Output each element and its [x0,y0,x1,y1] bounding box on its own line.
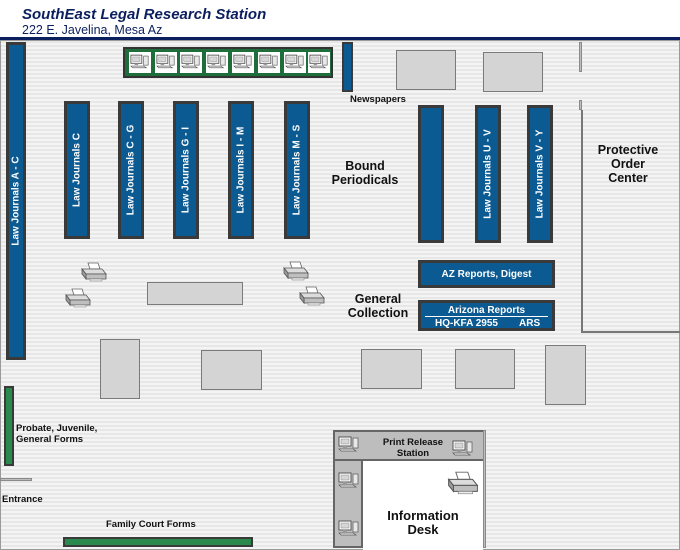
newspapers-label: Newspapers [350,94,406,105]
printer-icon [282,261,310,281]
table [455,349,515,389]
shelf-law-journals-u-v: Law Journals U - V [475,105,501,243]
shelf-law-journals-v-y: Law Journals V - Y [527,105,553,243]
shelf-label: AZ Reports, Digest [441,268,532,280]
label-line: Desk [407,522,439,537]
shelf-divider [425,316,548,317]
entrance-label: Entrance [2,494,43,505]
label-line: Information [387,508,459,523]
printer-icon [446,471,480,495]
label-line: Station [396,448,430,459]
family-court-forms-label: Family Court Forms [106,519,196,530]
label-line: Collection [347,306,409,320]
information-desk-label: Information Desk [378,509,468,537]
shelf-label: Law Journals M - S [291,124,303,216]
shelf-label: Arizona Reports [447,305,526,316]
label-line: Probate, Juvenile, [16,423,98,434]
wall-segment [579,100,582,110]
table [483,52,543,92]
table [100,339,140,399]
wall-segment [579,42,582,72]
entrance-wall [0,478,32,481]
table [201,350,262,390]
printer-icon [298,286,326,306]
shelf-az-reports-digest: AZ Reports, Digest [418,260,555,288]
printer-icon [80,262,108,282]
shelf-label: Law Journals I - M [235,126,247,214]
shelf-arizona-reports: Arizona Reports HQ-KFA 2955 ARS [418,300,555,331]
label-line: Center [608,171,648,185]
label-line: General [354,292,402,306]
shelf-law-journals-a-c: Law Journals A - C [6,42,26,360]
shelf-label: Law Journals C [71,133,83,207]
printer-icon [64,288,92,308]
shelf-law-journals-i-m: Law Journals I - M [228,101,254,239]
computer-icon [338,436,360,452]
label-line: General Forms [16,434,84,445]
table [396,50,456,90]
computer-icon [309,54,329,69]
computer-icon [207,54,227,69]
computer-icon [156,54,176,69]
label-line: Periodicals [331,173,399,187]
computer-icon [259,54,279,69]
bound-periodicals-label: Bound Periodicals [322,159,408,187]
probate-forms-rack [4,386,14,466]
probate-forms-label: Probate, Juvenile, General Forms [16,423,97,445]
shelf-law-journals-c: Law Journals C [64,101,90,239]
newspaper-rack [342,42,353,92]
computer-icon [338,520,360,536]
shelf-label: Law Journals U - V [482,129,494,219]
computer-icon [285,54,305,69]
shelf-law-journals-m-s: Law Journals M - S [284,101,310,239]
family-court-forms-rack [63,537,253,547]
computer-icon [233,54,253,69]
label-line: Print Release [382,437,444,448]
shelf-law-journals-c-g: Law Journals C - G [118,101,144,239]
shelf-label: Law Journals V - Y [534,129,546,219]
page-title: SouthEast Legal Research Station [22,6,267,23]
print-release-station-label: Print Release Station [370,437,456,459]
label-line: Protective [597,143,659,157]
shelf-ars: ARS [519,318,541,329]
shelf-unlabeled [418,105,444,243]
computer-icon [338,472,360,488]
table [361,349,422,389]
table [545,345,586,405]
label-line: Order [610,157,646,171]
label-line: Bound [345,159,385,173]
address: 222 E. Javelina, Mesa Az [22,23,163,37]
computer-icon [452,440,474,456]
computer-icon [181,54,201,69]
shelf-label: Law Journals A - C [10,156,22,246]
shelf-label: Law Journals G - I [180,126,192,214]
protective-order-partition [581,110,680,333]
info-desk-right-wall [483,430,486,548]
general-collection-label: General Collection [338,292,418,320]
computer-icon [130,54,150,69]
header: SouthEast Legal Research Station 222 E. … [0,0,680,40]
shelf-label: Law Journals C - G [125,124,137,216]
shelf-call-number: HQ-KFA 2955 [435,318,498,329]
protective-order-center-label: Protective Order Center [596,143,660,185]
shelf-law-journals-g-i: Law Journals G - I [173,101,199,239]
table [147,282,243,305]
